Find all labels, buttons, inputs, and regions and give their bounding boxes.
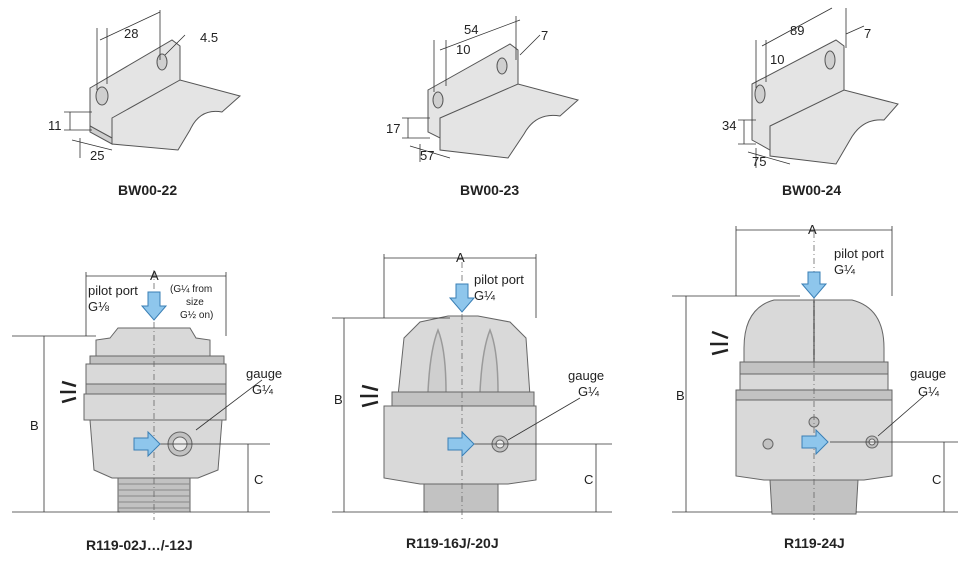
reg-3-pilot-size: G¼: [834, 262, 855, 277]
reg-2-dim-c: C: [584, 472, 593, 487]
reg-1-title: R119-02J…/-12J: [86, 537, 193, 553]
regulator-r119-16j: A pilot port G¼ gauge G¼ B C R119-16J/-2…: [332, 250, 612, 551]
reg-1-gauge-label: gauge: [246, 366, 282, 381]
bracket-1-dim-top: 28: [124, 26, 138, 41]
reg-3-dim-a: A: [808, 222, 817, 237]
bracket-2-dim-top: 54: [464, 22, 478, 37]
reg-3-dim-b: B: [676, 388, 685, 403]
reg-1-dim-a: A: [150, 268, 159, 283]
reg-2-pilot-size: G¼: [474, 288, 495, 303]
reg-1-dim-c: C: [254, 472, 263, 487]
reg-1-pilot-note-3: G½ on): [180, 310, 213, 321]
reg-1-pilot-note-1: (G¼ from: [170, 283, 212, 295]
bracket-bw00-23: 54 10 7 17 57 BW00-23: [386, 16, 580, 198]
flow-arrow-icon: [801, 428, 829, 456]
bracket-1-dim-depth: 25: [90, 148, 104, 163]
flow-arrow-icon: [133, 430, 161, 458]
reg-1-pilot-size: G⅛: [88, 299, 109, 314]
bracket-2-title: BW00-23: [460, 182, 519, 198]
exhaust-icon: [710, 330, 729, 356]
reg-2-dim-a: A: [456, 250, 465, 265]
reg-1-dim-b: B: [30, 418, 39, 433]
exhaust-icon: [60, 380, 77, 404]
bracket-1-dim-height: 11: [48, 118, 62, 133]
bracket-3-title: BW00-24: [782, 182, 841, 198]
bracket-2-dim-hole: 7: [541, 28, 548, 43]
pilot-arrow-icon: [140, 291, 168, 321]
bracket-3-dim-slot: 10: [770, 52, 784, 67]
bracket-2-dim-slot: 10: [456, 42, 470, 57]
exhaust-icon: [360, 384, 379, 408]
flow-arrow-icon: [447, 430, 475, 458]
bracket-1-dim-hole: 4.5: [200, 30, 218, 45]
bracket-3-dim-depth: 75: [752, 154, 766, 169]
regulator-r119-02j: A pilot port G⅛ (G¼ from size G½ on) gau…: [12, 268, 282, 553]
reg-3-pilot-label: pilot port: [834, 246, 884, 261]
reg-3-gauge-size: G¼: [918, 384, 939, 399]
pilot-arrow-icon: [800, 271, 828, 299]
reg-2-title: R119-16J/-20J: [406, 535, 499, 551]
bracket-bw00-22: 28 4.5 11 25 BW00-22: [48, 10, 242, 198]
bracket-2-dim-depth: 57: [420, 148, 434, 163]
reg-2-gauge-size: G¼: [578, 384, 599, 399]
bracket-bw00-24: 89 10 7 34 75 BW00-24: [722, 7, 899, 198]
bracket-3-dim-top: 89: [790, 23, 804, 38]
reg-2-dim-b: B: [334, 392, 343, 407]
reg-2-pilot-label: pilot port: [474, 272, 524, 287]
reg-2-gauge-label: gauge: [568, 368, 604, 383]
bracket-3-dim-hole: 7: [864, 26, 871, 41]
reg-1-gauge-size: G¼: [252, 382, 273, 397]
reg-3-title: R119-24J: [784, 535, 845, 551]
bracket-1-title: BW00-22: [118, 182, 177, 198]
reg-3-gauge-label: gauge: [910, 366, 946, 381]
bracket-2-dim-height: 17: [386, 121, 400, 136]
bracket-3-dim-height: 34: [722, 118, 736, 133]
reg-1-pilot-label: pilot port: [88, 283, 138, 298]
pilot-arrow-icon: [448, 283, 476, 313]
regulator-r119-24j: A pilot port G¼ gauge G¼ B C R119-24J: [672, 222, 958, 551]
reg-3-dim-c: C: [932, 472, 941, 487]
reg-1-pilot-note-2: size: [186, 297, 204, 308]
